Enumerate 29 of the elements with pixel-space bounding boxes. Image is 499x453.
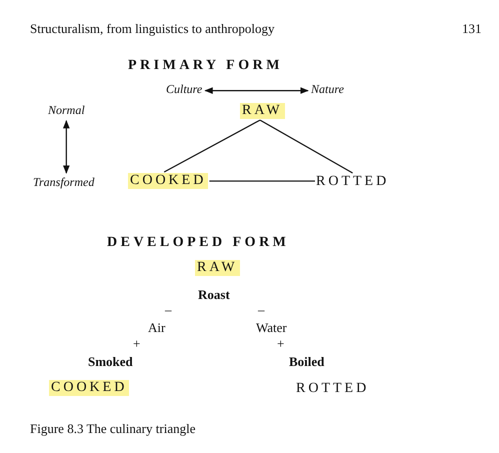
pole-label: Normal [48, 104, 85, 118]
sign-label: – [165, 303, 172, 318]
section-heading: DEVELOPED FORM [107, 235, 290, 252]
highlighted-term: COOKED [49, 380, 130, 396]
pole-label: Culture [166, 83, 202, 97]
section-heading: PRIMARY FORM [128, 58, 283, 74]
running-header: Structuralism, from linguistics to anthropology [30, 22, 274, 37]
term-label: ROTTED [296, 381, 370, 398]
pole-label: Transformed [33, 176, 94, 190]
page-number: 131 [462, 22, 482, 37]
highlighted-term: RAW [240, 103, 285, 120]
connector-line [260, 120, 353, 174]
sign-label: – [258, 303, 264, 318]
double-arrow [62, 120, 70, 174]
connector-line [164, 120, 260, 173]
connector-line [209, 180, 315, 182]
highlighted-term: RAW [195, 260, 240, 276]
process-label: Smoked [88, 355, 133, 370]
pole-label: Nature [311, 83, 344, 97]
process-label: Roast [198, 288, 230, 303]
element-label: Water [256, 321, 287, 336]
process-label: Boiled [289, 355, 324, 370]
term-label: ROTTED [316, 174, 390, 190]
highlighted-term: COOKED [128, 173, 208, 190]
sign-label: + [133, 337, 140, 352]
sign-label: + [277, 337, 284, 352]
double-arrow [204, 87, 309, 94]
element-label: Air [148, 321, 166, 336]
figure-caption: Figure 8.3 The culinary triangle [30, 422, 196, 437]
